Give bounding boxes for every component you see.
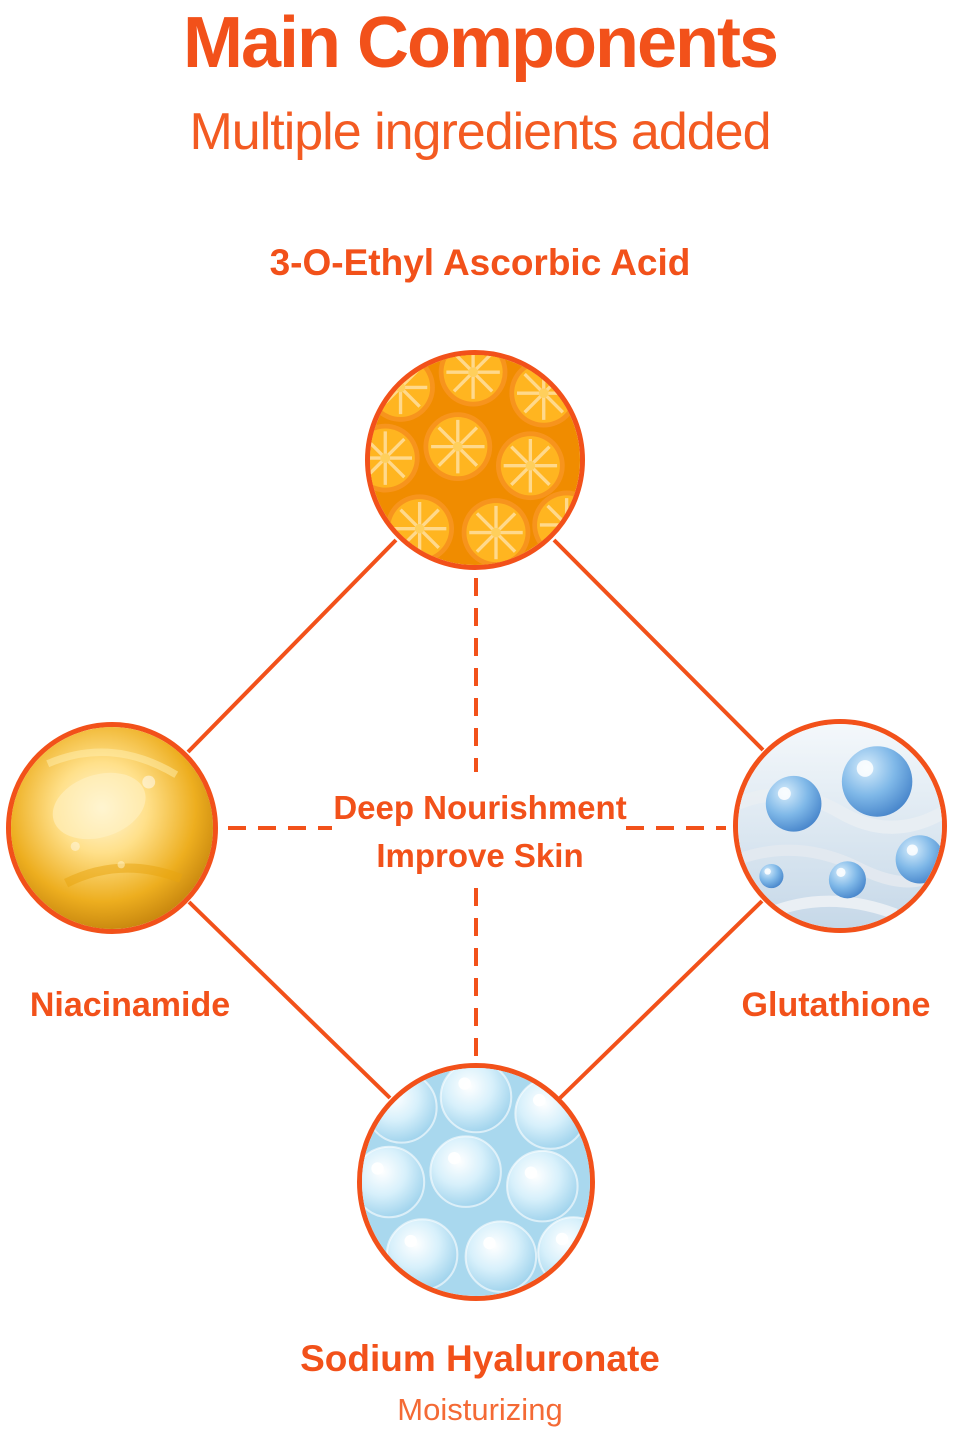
hyaluronic-bubbles-image	[362, 1068, 590, 1296]
label-sodium-hyaluronate: Sodium Hyaluronate	[300, 1338, 660, 1379]
orange-slices-image	[370, 355, 580, 565]
ingredient-image-niacinamide	[6, 722, 218, 934]
label-moisturizing: Moisturizing	[397, 1392, 563, 1427]
page-title: Main Components	[183, 3, 779, 83]
label-glutathione: Glutathione	[741, 986, 931, 1024]
center-benefit-line1: Deep Nourishment	[333, 789, 627, 826]
ingredient-image-sodium-hyaluronate	[357, 1063, 595, 1301]
page-subtitle: Multiple ingredients added	[189, 103, 771, 161]
label-ethyl-ascorbic-acid: 3-O-Ethyl Ascorbic Acid	[269, 242, 691, 283]
ingredient-image-vitamin-c	[365, 350, 585, 570]
golden-oil-image	[11, 727, 213, 929]
ingredient-image-glutathione	[733, 719, 947, 933]
blue-spheres-image	[738, 724, 942, 928]
center-benefit-line2: Improve Skin	[376, 836, 584, 874]
center-benefit-text: Deep Nourishment Improve Skin	[280, 784, 680, 880]
label-niacinamide: Niacinamide	[29, 986, 231, 1024]
